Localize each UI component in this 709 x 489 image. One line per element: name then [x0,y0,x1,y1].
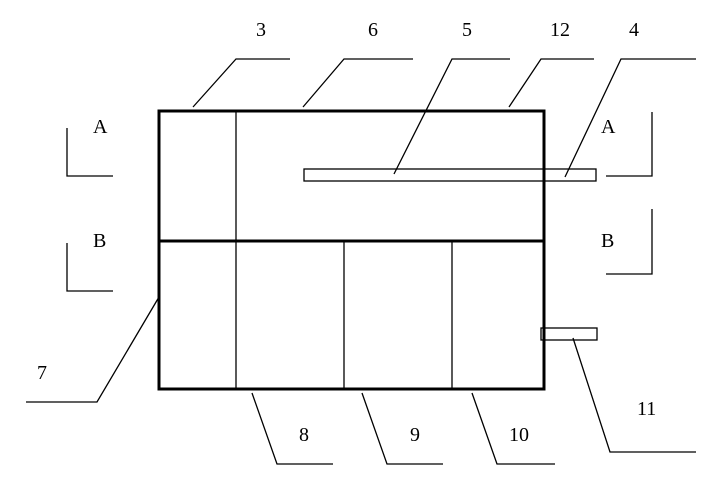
outlet-pipe [540,327,598,341]
callout-4: 4 [629,19,639,41]
callout-8: 8 [299,424,309,446]
leader-7 [26,296,160,403]
callout-12: 12 [550,19,570,41]
section-label-b-left: B [93,230,106,252]
leader-11 [572,337,696,453]
leader-8 [251,392,333,465]
leader-9 [361,392,443,465]
leader-5 [393,58,510,175]
section-label-a-right: A [601,116,616,138]
callout-10: 10 [509,424,529,446]
leader-3 [192,58,290,108]
callout-11: 11 [637,398,656,420]
callout-6: 6 [368,19,378,41]
section-label-b-right: B [601,230,614,252]
callout-7: 7 [37,362,47,384]
callout-5: 5 [462,19,472,41]
callout-9: 9 [410,424,420,446]
leader-10 [471,392,555,465]
section-marker-b-left [66,243,113,292]
section-marker-b-right [606,209,653,275]
tank-outline [157,109,546,391]
inlet-pipe [303,168,597,182]
leader-12 [508,58,594,108]
section-marker-a-right [606,112,653,177]
leader-6 [302,58,413,108]
callout-3: 3 [256,19,266,41]
section-marker-a-left [66,128,113,177]
section-label-a-left: A [93,116,108,138]
leader-4 [564,58,696,178]
